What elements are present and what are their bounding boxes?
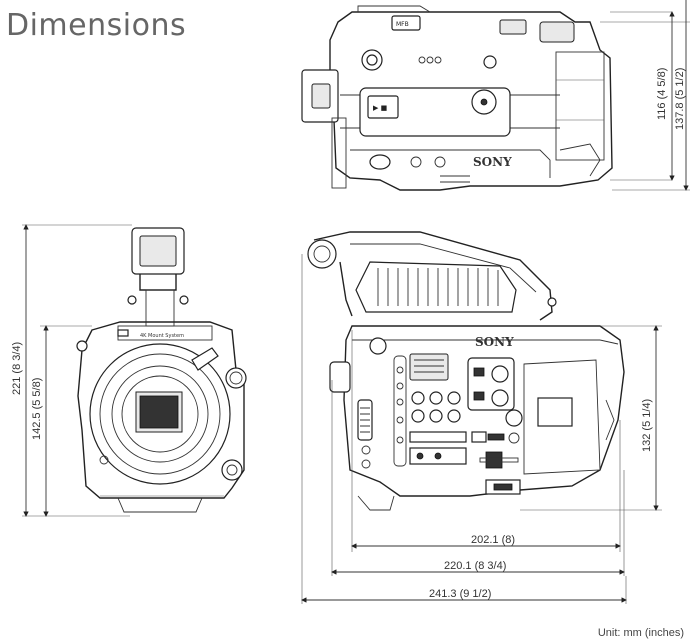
svg-text:MFB: MFB bbox=[396, 21, 409, 28]
width-label-b: 220.1 (8 3/4) bbox=[444, 560, 506, 572]
svg-text:▶ ■: ▶ ■ bbox=[373, 104, 387, 112]
front-view-drawing: 4K Mount System bbox=[22, 224, 247, 517]
top-view-brand-logo: SONY bbox=[473, 155, 512, 169]
top-height-label-b: 137.8 (5 1/2) bbox=[674, 68, 686, 130]
width-label-c: 241.3 (9 1/2) bbox=[429, 588, 491, 600]
page-title: Dimensions bbox=[6, 8, 187, 43]
width-label-a: 202.1 (8) bbox=[471, 534, 515, 546]
front-height-label-a: 221 (8 3/4) bbox=[11, 342, 23, 395]
top-view-drawing: MFB ▶ ■ SONY bbox=[301, 0, 690, 191]
side-view-drawing: SONY bbox=[301, 231, 662, 604]
front-height-label-b: 142.5 (5 5/8) bbox=[31, 378, 43, 440]
unit-note: Unit: mm (inches) bbox=[597, 627, 684, 639]
side-height-label: 132 (5 1/4) bbox=[641, 399, 653, 452]
lens-mount-label: 4K Mount System bbox=[140, 333, 184, 339]
side-view-brand-logo: SONY bbox=[475, 335, 514, 349]
top-height-label-a: 116 (4 5/8) bbox=[656, 68, 668, 120]
